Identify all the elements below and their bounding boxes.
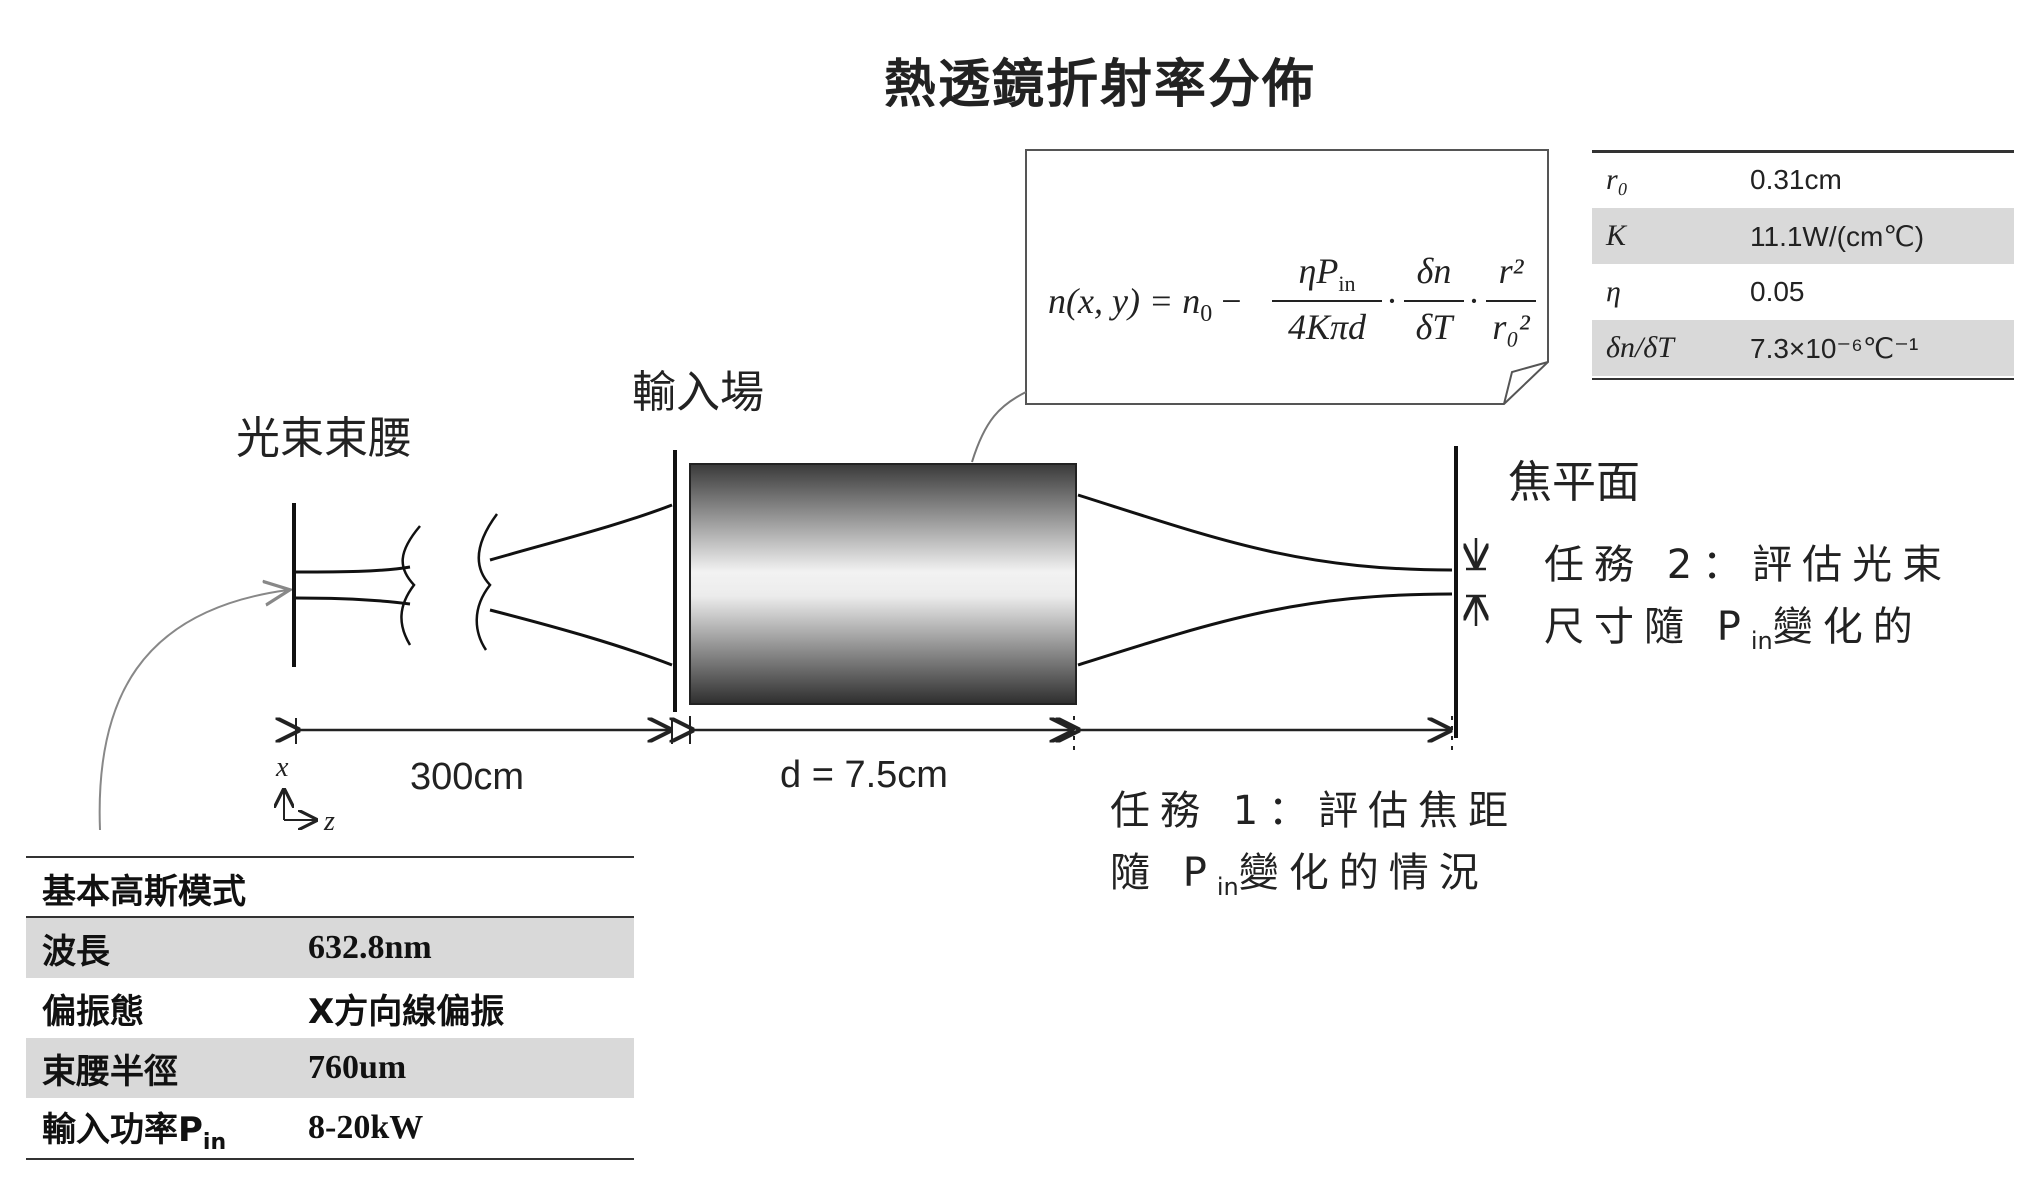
param-value: 0.31cm	[1750, 164, 1842, 195]
formula-lhs: n(x, y) = n	[1048, 281, 1201, 321]
gauss-key: 偏振態	[42, 991, 144, 1032]
gauss-row: 輸入功率Pin 8-20kW	[26, 1098, 634, 1158]
gauss-value: 632.8nm	[292, 918, 634, 978]
param-table: r₀ 0.31cm K 11.1W/(cm℃) η 0.05 δn/δT 7.3…	[1592, 152, 2014, 376]
param-row: δn/δT 7.3×10⁻⁶℃⁻¹	[1592, 320, 2014, 376]
axis-x-label: x	[276, 752, 289, 783]
break-mark-right	[475, 513, 499, 651]
task2-line2-post: 變化的	[1772, 604, 1923, 650]
axis-z-label: z	[324, 806, 335, 837]
task1-line1: 任務 1：評估焦距	[1110, 788, 1519, 834]
task1-line2-post: 變化的情況	[1238, 850, 1489, 896]
gauss-row: 波長 632.8nm	[26, 918, 634, 978]
beam-upper-left	[295, 565, 411, 574]
task1-line2-pre: 隨 P	[1110, 850, 1217, 896]
gauss-table: 基本高斯模式 波長 632.8nm 偏振態 X方向線偏振 束腰半徑 760um …	[26, 858, 634, 1158]
gauss-key: 輸入功率P	[42, 1109, 203, 1150]
task1-note: 任務 1：評估焦距 隨 Pin變化的情況	[1110, 780, 1518, 918]
label-focal-plane: 焦平面	[1508, 457, 1640, 508]
label-beam-waist: 光束束腰	[236, 413, 412, 464]
param-table-bottom-rule	[1592, 378, 2014, 380]
gauss-table-header-rule	[26, 916, 634, 918]
formula-callout	[971, 391, 1027, 463]
frac3-num: r²	[1498, 251, 1524, 291]
param-row: K 11.1W/(cm℃)	[1592, 208, 2014, 264]
gauss-header-row: 基本高斯模式	[26, 858, 634, 918]
beam-lower-expand	[489, 608, 673, 667]
param-key: η	[1606, 275, 1621, 308]
param-key: K	[1592, 208, 1736, 264]
frac2-den: δT	[1415, 307, 1453, 347]
param-table-top-rule	[1592, 150, 2014, 153]
gauss-key-power: 輸入功率Pin	[26, 1098, 292, 1158]
dim-label-d: d = 7.5cm	[780, 754, 948, 796]
param-row: r₀ 0.31cm	[1592, 152, 2014, 208]
gauss-table-header: 基本高斯模式	[42, 871, 246, 912]
frac2-num: δn	[1416, 251, 1452, 291]
crystal-rod	[689, 463, 1077, 705]
gauss-row: 偏振態 X方向線偏振	[26, 978, 634, 1038]
diagram-title: 熱透鏡折射率分佈	[883, 55, 1316, 115]
frac1-num-sub: in	[1338, 271, 1356, 297]
frac1-den: 4Kπd	[1287, 307, 1367, 347]
label-input-field: 輸入場	[632, 367, 764, 418]
pointer-arrow	[98, 590, 288, 831]
beam-upper-expand	[489, 503, 673, 562]
beam-upper-focus	[1077, 493, 1453, 572]
gauss-key: 波長	[26, 918, 292, 978]
gauss-table-top-rule	[26, 856, 634, 858]
task2-line1: 任務 2：評估光束	[1544, 542, 1953, 588]
frac1-num: ηP	[1298, 251, 1339, 291]
gauss-key: 束腰半徑	[26, 1038, 292, 1098]
gauss-row: 束腰半徑 760um	[26, 1038, 634, 1098]
task2-note: 任務 2：評估光束 尺寸隨 Pin變化的	[1544, 534, 1952, 672]
param-key: r₀	[1606, 163, 1629, 196]
gauss-value: X方向線偏振	[308, 991, 505, 1032]
dim-label-300: 300cm	[410, 756, 525, 798]
param-value: 7.3×10⁻⁶℃⁻¹	[1736, 320, 2014, 376]
task1-line2-sub: in	[1216, 873, 1239, 901]
frac3-den: r₀²	[1492, 307, 1530, 347]
param-key: δn/δT	[1592, 320, 1736, 376]
task2-line2-sub: in	[1750, 627, 1773, 655]
formula-lhs-sub: 0	[1200, 301, 1213, 328]
formula-box	[1025, 149, 1549, 405]
param-row: η 0.05	[1592, 264, 2014, 320]
beam-lower-left	[295, 596, 411, 606]
gauss-key-sub: in	[202, 1129, 227, 1155]
param-value: 0.05	[1750, 276, 1805, 307]
gauss-value: 8-20kW	[308, 1109, 424, 1146]
gauss-table-bottom-rule	[26, 1158, 634, 1160]
beam-lower-focus	[1077, 592, 1453, 667]
param-value: 11.1W/(cm℃)	[1736, 208, 2014, 264]
formula-box-fold	[1503, 361, 1549, 405]
break-mark-left	[400, 525, 421, 646]
task2-line2-pre: 尺寸隨 P	[1544, 604, 1751, 650]
gauss-value: 760um	[292, 1038, 634, 1098]
